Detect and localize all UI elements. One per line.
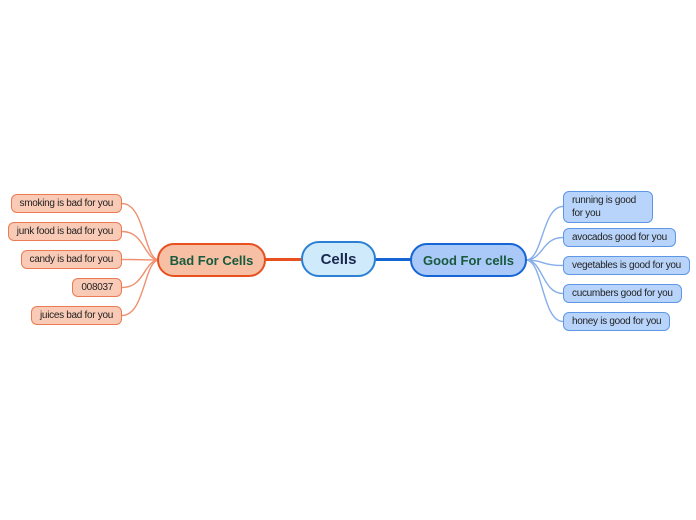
node-bad-for-cells[interactable]: Bad For Cells (157, 243, 266, 277)
connector-curve-candy (121, 258, 160, 261)
node-running[interactable]: running is good for you (563, 191, 653, 223)
node-juices[interactable]: juices bad for you (31, 306, 122, 325)
node-cells[interactable]: Cells (301, 241, 376, 277)
node-label: running is good for you (572, 195, 636, 219)
node-label: cucumbers good for you (572, 288, 673, 299)
node-good-for-cells[interactable]: Good For cells (410, 243, 527, 277)
node-label: avocados good for you (572, 232, 667, 243)
node-candy[interactable]: candy is bad for you (20, 250, 122, 269)
connector-curve-avocados (525, 236, 564, 261)
connector-curve-honey (525, 259, 564, 323)
node-vegetables[interactable]: vegetables is good for you (563, 256, 690, 275)
node-label: juices bad for you (40, 310, 113, 321)
node-label: vegetables is good for you (572, 260, 681, 271)
connector-curve-junk-food (121, 230, 160, 261)
node-label: 008037 (81, 282, 113, 293)
node-label: junk food is bad for you (16, 226, 114, 237)
node-label: Cells (320, 250, 357, 268)
connector-curve-juices (121, 259, 160, 317)
node-label: Bad For Cells (169, 252, 254, 268)
node-smoking[interactable]: smoking is bad for you (10, 194, 122, 213)
node-junk-food[interactable]: junk food is bad for you (7, 222, 122, 241)
node-honey[interactable]: honey is good for you (563, 312, 671, 331)
node-label: candy is bad for you (29, 254, 114, 265)
node-avocados[interactable]: avocados good for you (563, 228, 676, 247)
connector-curve-running (525, 205, 564, 261)
node-label: smoking is bad for you (19, 198, 114, 209)
node-label: honey is good for you (572, 316, 662, 327)
node-label: Good For cells (422, 252, 514, 268)
node-008037[interactable]: 008037 (72, 278, 122, 297)
node-cucumbers[interactable]: cucumbers good for you (563, 284, 682, 303)
